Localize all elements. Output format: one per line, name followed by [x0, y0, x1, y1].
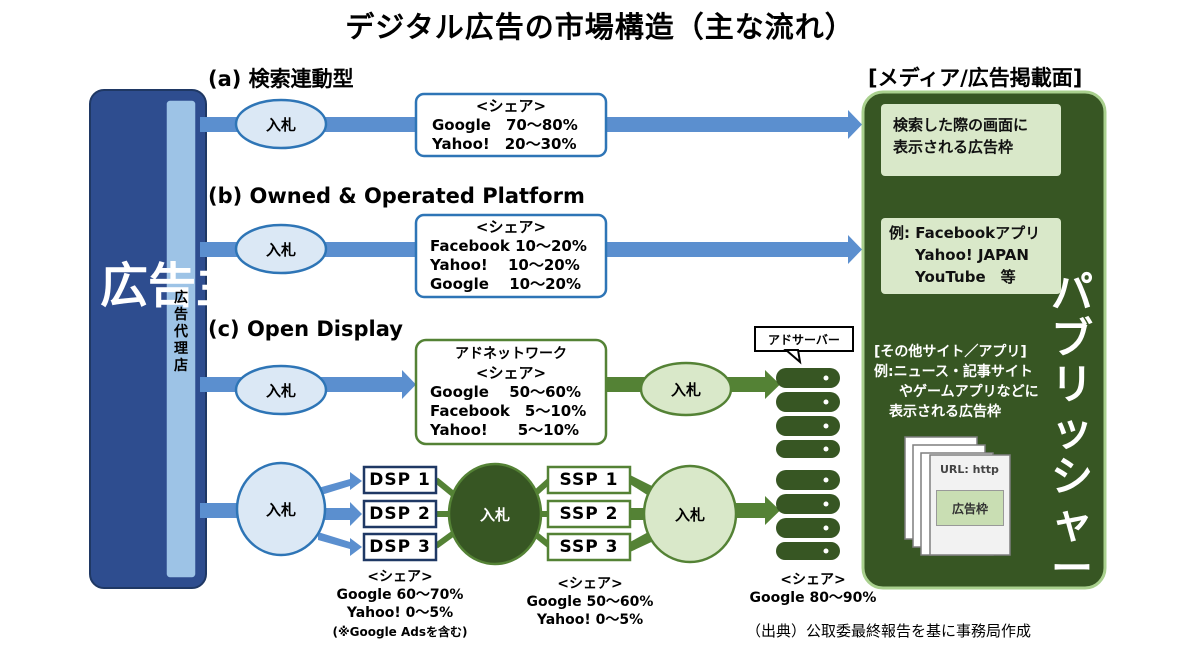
share-a-line-1: Google 70～80% [432, 116, 578, 134]
adnetwork-share-heading: <シェア> [475, 364, 547, 382]
ad-server-callout-tail [783, 349, 802, 365]
agency-label: 広告代理店 [174, 290, 188, 374]
bid-ellipse-b [234, 223, 328, 275]
section-c-title: (c) Open Display [208, 317, 403, 341]
adnetwork-line-3: Yahoo! 5～10% [430, 421, 580, 439]
server-stack-icon-2 [776, 470, 840, 560]
media-other-line-4: 表示される広告枠 [889, 404, 1001, 420]
dsp-label-3: DSP 3 [369, 537, 431, 557]
bid-ellipse-a [234, 98, 328, 150]
bid-label-a: 入札 [265, 115, 296, 134]
dsp-box-2 [362, 499, 438, 529]
advertiser-label: 広告主 [100, 258, 244, 314]
ad-server-callout-box [754, 326, 854, 352]
arrow-dsp2 [320, 502, 362, 526]
bid-ellipse-c2 [639, 361, 733, 417]
ssp-label-2: SSP 2 [559, 504, 619, 524]
dsp-share-line-2: Yahoo! 0～5% [346, 605, 454, 621]
bid-label-b: 入札 [265, 240, 296, 259]
source-note: （出典）公取委最終報告を基に事務局作成 [746, 622, 1032, 640]
ssp-share-line-2: Yahoo! 0～5% [536, 612, 644, 628]
dsp-box-1 [362, 465, 438, 495]
media-search-line-2: 表示される広告枠 [893, 138, 1014, 156]
share-b-line-3: Google 10～20% [430, 275, 581, 293]
share-b-line-2: Yahoo! 10～20% [430, 256, 580, 274]
ssp-box-2 [546, 499, 632, 529]
ssp-box-1 [546, 465, 632, 495]
adnetwork-line-1: Google 50～60% [430, 383, 581, 401]
share-a-heading: <シェア> [475, 97, 547, 115]
arrow-a-head [848, 110, 862, 139]
media-search-box: 検索した際の画面に 表示される広告枠 [881, 104, 1061, 176]
arrow-c-green-head [765, 370, 780, 399]
share-box-a [414, 92, 608, 158]
adnetwork-box [414, 338, 608, 446]
dsp-share-line-1: Google 60～70% [336, 587, 464, 603]
ad-server-label: アドサーバー [768, 333, 840, 347]
section-b-title: (b) Owned & Operated Platform [208, 184, 585, 208]
share-box-b [414, 213, 608, 299]
bid-ellipse-c [234, 364, 328, 416]
media-other-line-2: 例:ニュース・記事サイト [874, 364, 1033, 380]
media-other-line-1: [その他サイト／アプリ] [874, 344, 1027, 360]
media-oo-line-2: Yahoo! JAPAN [915, 246, 1029, 264]
server-share-line-1: Google 80～90% [749, 590, 877, 606]
ssp-label-1: SSP 1 [559, 470, 619, 490]
bid-label-d: 入札 [265, 500, 296, 519]
share-b-heading: <シェア> [475, 218, 547, 236]
media-oo-line-3: YouTube 等 [915, 268, 1016, 286]
bid-label-c2: 入札 [670, 380, 701, 399]
media-search-line-1: 検索した際の画面に [893, 116, 1029, 134]
dsp-box-3 [362, 532, 438, 562]
share-a-line-2: Yahoo! 20～30% [432, 135, 577, 153]
arrow-dsp3 [318, 532, 362, 556]
bid-ellipse-mid [447, 462, 543, 566]
dsp-label-1: DSP 1 [369, 470, 431, 490]
arrow-c-head [402, 370, 416, 399]
media-oo-line-1: 例: Facebookアプリ [889, 224, 1041, 242]
media-other-line-3: やゲームアプリなどに [899, 384, 1039, 400]
page-url-label: URL: http [940, 463, 999, 476]
arrow-d-shaft [200, 503, 240, 518]
bid-label-mid: 入札 [479, 505, 510, 524]
section-a-title: (a) 検索連動型 [208, 67, 354, 91]
ssp-label-3: SSP 3 [559, 537, 619, 557]
arrow-b-head [848, 235, 862, 264]
arrow-dsp1 [318, 472, 362, 496]
server-stack-icon-1 [776, 368, 840, 458]
dsp-label-2: DSP 2 [369, 504, 431, 524]
adnetwork-heading: アドネットワーク [455, 346, 567, 362]
adnetwork-line-2: Facebook 5～10% [430, 402, 587, 420]
bid-ellipse-d2 [642, 464, 738, 564]
bid-ellipse-d [235, 461, 327, 557]
page-title: デジタル広告の市場構造（主な流れ） [345, 10, 855, 44]
dsp-share-note: (※Google Adsを含む) [332, 625, 468, 639]
agency-bar [165, 99, 197, 579]
publisher-label: パブリッシャー [1050, 268, 1093, 593]
share-b-line-1: Facebook 10～20% [430, 237, 587, 255]
media-oo-box: 例: Facebookアプリ Yahoo! JAPAN YouTube 等 [881, 218, 1061, 294]
page-ad-slot: 広告枠 [936, 490, 1004, 526]
ssp-box-3 [546, 532, 632, 562]
bid-label-c: 入札 [265, 381, 296, 400]
bid-label-d2: 入札 [674, 505, 705, 524]
ssp-share-heading: <シェア> [557, 576, 623, 592]
dsp-share-heading: <シェア> [367, 569, 433, 585]
arrow-d-green-head [765, 496, 780, 525]
server-share-heading: <シェア> [780, 572, 846, 588]
media-title: [メディア/広告掲載面] [868, 66, 1083, 90]
ssp-share-line-1: Google 50～60% [526, 594, 654, 610]
